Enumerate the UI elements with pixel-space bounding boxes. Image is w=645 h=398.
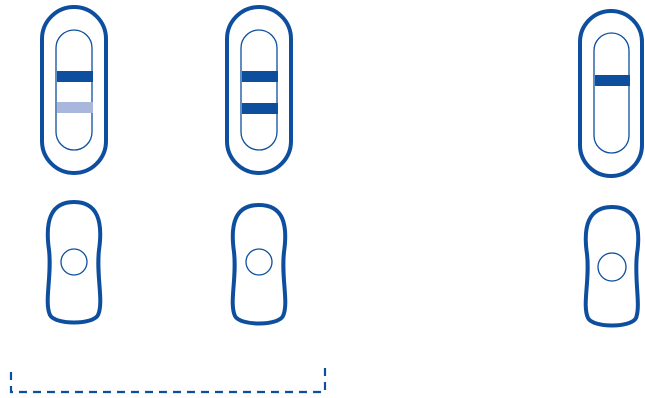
test-3-well-circle [598,253,626,281]
test-2 [227,7,291,324]
test-2-window-outer [227,7,291,173]
test-1-well-circle [61,249,87,275]
test-3 [580,11,642,326]
test-1-well-shape [48,202,101,323]
test-1-window-inner [56,30,92,150]
test-1-result-window [42,7,106,173]
dashed-bracket-line [11,368,325,392]
test-2-test-line-strong [242,103,278,114]
test-3-window-inner [594,33,629,153]
test-2-window-inner [241,30,277,150]
test-2-result-window [227,7,291,173]
test-3-sample-well [586,207,639,326]
dashed-bracket [11,368,325,392]
test-1-sample-well [48,202,101,323]
test-3-result-window [580,11,642,176]
test-3-well-shape [586,207,639,326]
test-2-well-shape [233,205,286,324]
test-2-control-line [242,71,278,82]
test-3-control-line [595,75,630,86]
test-1-control-line [57,71,93,82]
test-1 [42,7,106,323]
test-2-well-circle [246,249,272,275]
test-1-window-outer [42,7,106,173]
test-1-test-line-faint [57,102,93,113]
test-3-window-outer [580,11,642,176]
test-2-sample-well [233,205,286,324]
